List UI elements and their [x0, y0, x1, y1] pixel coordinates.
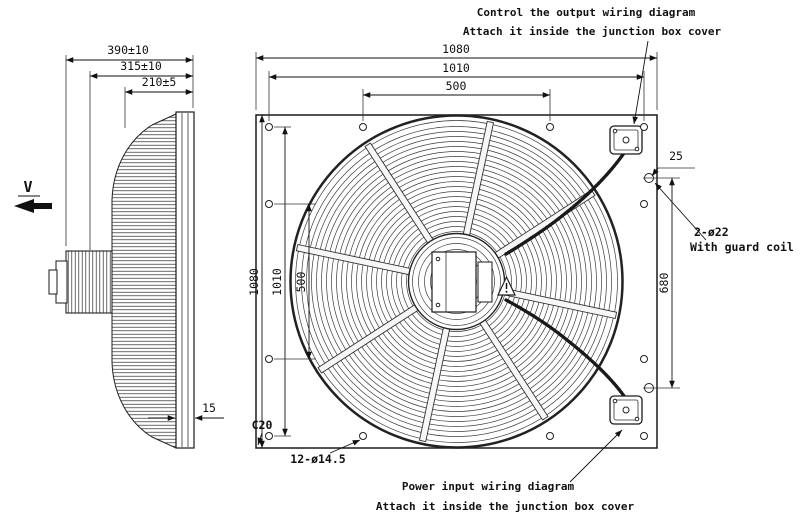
motor-nameplate	[431, 251, 477, 313]
dim-height-outer: 1080	[247, 268, 261, 296]
input-wiring-line1: Power input wiring diagram	[402, 480, 575, 493]
dim-width-holes: 1010	[442, 61, 470, 75]
mounting-hole	[640, 123, 648, 131]
conduit-bottom	[504, 298, 626, 398]
view-arrow-icon	[14, 199, 52, 213]
fan-housing-profile	[111, 113, 177, 449]
mounting-hole	[546, 432, 554, 440]
motor-body	[65, 250, 113, 314]
dim-width-outer: 1080	[442, 42, 470, 56]
hub-terminal-block	[477, 261, 493, 303]
fan-guard-spokes	[295, 120, 618, 443]
view-label: V	[23, 178, 32, 196]
motor-shaft-cap	[48, 269, 58, 295]
mounting-holes	[265, 123, 648, 440]
mounting-hole	[265, 355, 273, 363]
side-view: V 390±10 315±10 210±5 15	[14, 43, 224, 449]
front-view-left-dimensions: 1080 1010 500	[247, 115, 316, 448]
input-wiring-annotation: Power input wiring diagram Attach it ins…	[376, 429, 635, 513]
dim-depth-front: 210±5	[142, 75, 177, 89]
mounting-hole	[640, 200, 648, 208]
front-view-bottom-notes: 12-ø14.5 C20	[252, 418, 361, 466]
dim-hole-offset: 25	[669, 149, 683, 163]
guard-rim	[289, 114, 624, 449]
chamfer-note: C20	[252, 418, 273, 432]
mounting-hole	[640, 355, 648, 363]
mounting-hole	[265, 123, 273, 131]
junction-box-top	[609, 125, 643, 155]
front-view-top-dimensions: 1080 1010 500	[255, 42, 658, 121]
mounting-hole	[265, 432, 273, 440]
mounting-hole	[546, 123, 554, 131]
fan-guard-rings	[289, 114, 624, 449]
mounting-hole	[640, 432, 648, 440]
warning-triangle-icon	[497, 275, 516, 296]
dim-height-inner: 500	[294, 272, 308, 293]
mounting-hole	[359, 123, 367, 131]
conduit-top	[504, 151, 626, 256]
junction-box-bottom	[609, 395, 643, 425]
cable-holes-note2: With guard coil	[690, 240, 794, 254]
output-wiring-line1: Control the output wiring diagram	[477, 6, 696, 19]
cable-holes-note: 2-ø22	[694, 225, 729, 239]
dim-flange-thickness: 15	[202, 401, 216, 415]
output-wiring-line2: Attach it inside the junction box cover	[463, 25, 722, 38]
dim-depth-mid: 315±10	[120, 59, 162, 73]
dim-height-holes: 1010	[270, 268, 284, 296]
mounting-hole	[359, 432, 367, 440]
mounting-holes-note: 12-ø14.5	[290, 452, 345, 466]
dim-depth-total: 390±10	[107, 43, 149, 57]
front-view: 1080 1010 500 1080 1010 500 25	[247, 42, 794, 466]
side-view-dimensions: 390±10 315±10 210±5 15	[65, 43, 224, 421]
mounting-flange	[175, 111, 195, 449]
output-wiring-annotation: Control the output wiring diagram Attach…	[463, 6, 722, 125]
front-view-right-dimensions: 25 680 2-ø22 With guard coil	[643, 149, 794, 389]
motor-end-cap	[55, 260, 68, 304]
view-direction: V	[14, 178, 52, 213]
dim-width-inner: 500	[446, 79, 467, 93]
input-wiring-line2: Attach it inside the junction box cover	[376, 500, 635, 513]
mounting-hole	[265, 200, 273, 208]
dim-cable-holes-spacing: 680	[657, 273, 671, 294]
